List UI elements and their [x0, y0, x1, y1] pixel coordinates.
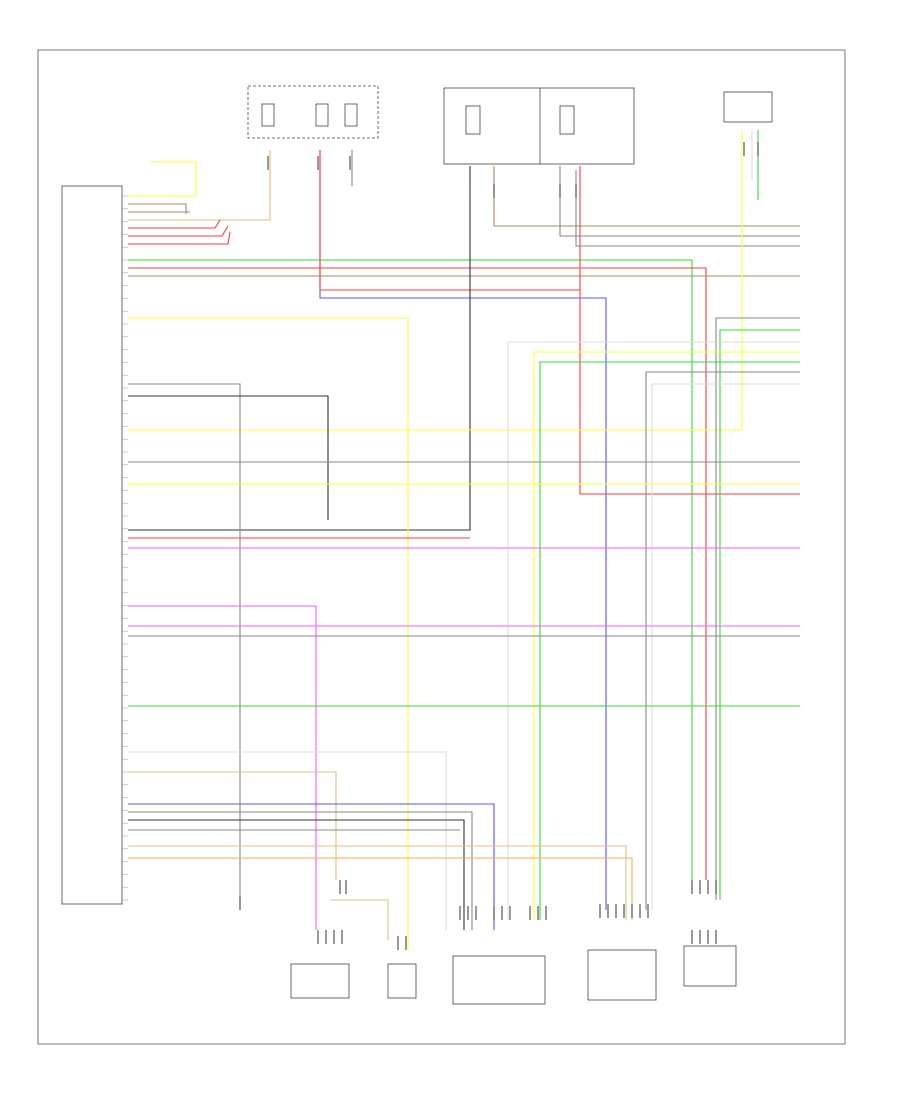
wire-gray-mid — [128, 383, 241, 900]
wire-red-fuse — [319, 150, 580, 291]
wire-pink-down — [128, 605, 317, 930]
wire-orange-low — [128, 857, 633, 920]
bottom-components — [290, 945, 737, 1005]
connector-pins — [239, 142, 759, 950]
component-box-4 — [587, 949, 657, 1001]
wire-green-r5 — [539, 361, 800, 920]
wire-top-1 — [128, 161, 197, 197]
wire-top-6 — [128, 225, 229, 237]
wire-black-1 — [128, 166, 471, 531]
wire-red-right — [579, 166, 800, 495]
wire-harness — [128, 130, 800, 950]
fuse-block-center — [443, 87, 635, 165]
wire-black-mid — [128, 395, 329, 520]
wire-yellow-r4 — [533, 351, 800, 920]
module-pin-column — [122, 195, 128, 901]
wire-gray-low1 — [128, 811, 473, 930]
component-box-3 — [452, 955, 546, 1005]
diagram-frame — [37, 49, 846, 1045]
component-box-5 — [683, 945, 737, 987]
component-box-1 — [290, 963, 350, 999]
sensor-top-right — [723, 91, 773, 123]
wire-yellow-long — [128, 130, 743, 431]
control-module-box — [61, 185, 123, 905]
wire-tan-low2 — [128, 845, 627, 920]
wire-red-down — [128, 267, 707, 880]
wire-gray-r6 — [645, 371, 800, 910]
wire-green-long — [128, 259, 693, 880]
wire-yellow-mid — [128, 317, 409, 950]
wire-green-r2 — [719, 329, 800, 900]
wire-white-low — [128, 751, 447, 930]
wire-tan-low — [128, 771, 337, 880]
wire-top-5 — [128, 219, 221, 229]
wire-white-r7 — [651, 383, 800, 910]
wire-gray-top2 — [575, 170, 800, 247]
component-box-2 — [387, 963, 417, 999]
wire-gray-r1 — [715, 317, 800, 900]
wire-brown-top — [493, 166, 800, 227]
fuse-block-left — [247, 85, 379, 139]
wire-top-7 — [128, 231, 231, 245]
wire-top-4 — [128, 150, 271, 221]
wire-blue-low — [128, 803, 495, 930]
wire-top-2 — [128, 203, 187, 214]
wire-white-r3 — [507, 341, 800, 920]
wire-black-low — [128, 819, 465, 930]
wire-tan-bottom — [330, 899, 389, 940]
